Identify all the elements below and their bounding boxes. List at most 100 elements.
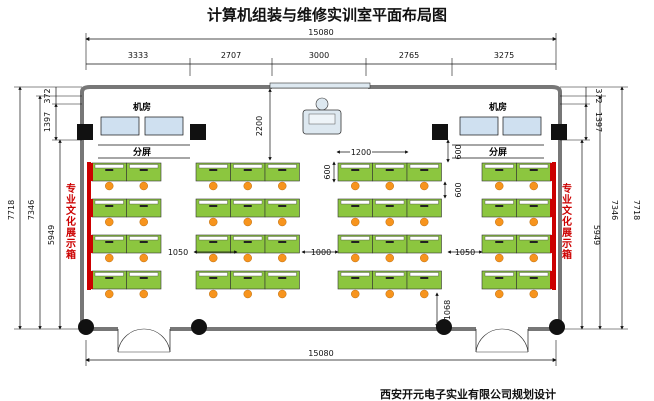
monitor — [375, 272, 405, 277]
chair — [243, 289, 252, 299]
monitor — [519, 272, 549, 277]
left-dim-mid: 7346 — [27, 200, 36, 220]
keyboard — [420, 241, 429, 243]
workstation-rows — [91, 162, 552, 299]
workstation — [195, 162, 231, 191]
chair — [529, 181, 538, 191]
column-se — [549, 319, 565, 335]
workstation — [195, 270, 231, 299]
workstation — [264, 234, 300, 263]
workstation — [126, 162, 162, 191]
monitor — [340, 272, 370, 277]
column-sw — [78, 319, 94, 335]
keyboard — [351, 277, 360, 279]
top-dim-seg-5: 3275 — [494, 51, 514, 60]
row-end-mark — [550, 235, 552, 253]
chair — [209, 217, 218, 227]
left-dim-inner: 5949 — [47, 225, 56, 245]
keyboard — [495, 241, 504, 243]
workstation — [230, 198, 266, 227]
column-ne — [551, 124, 567, 140]
monitor — [129, 200, 159, 205]
workstation — [481, 270, 517, 299]
chair — [105, 253, 114, 263]
workstation — [516, 234, 552, 263]
keyboard — [385, 205, 394, 207]
monitor — [519, 236, 549, 241]
front-area: 机房 分屏 机房 分屏 — [98, 97, 544, 159]
side-panel-left-char: 文 — [66, 204, 77, 217]
right-dimensions: 7718 7346 5949 372 1397 — [560, 86, 641, 330]
chair — [278, 253, 287, 263]
workstation — [337, 270, 373, 299]
dim-aisle-center: 1000 — [311, 248, 331, 257]
keyboard — [209, 205, 218, 207]
monitor — [340, 164, 370, 169]
side-panel-left-char: 化 — [66, 215, 76, 228]
screen-left-2 — [144, 116, 184, 136]
monitor — [409, 200, 439, 205]
monitor — [233, 236, 263, 241]
keyboard — [243, 241, 252, 243]
monitor — [267, 236, 297, 241]
workstation — [230, 270, 266, 299]
keyboard — [529, 277, 538, 279]
workstation — [481, 198, 517, 227]
workstation — [91, 198, 127, 227]
monitor — [233, 200, 263, 205]
side-panel-left-char: 箱 — [66, 248, 76, 261]
column-n2 — [432, 124, 448, 140]
workstation — [481, 162, 517, 191]
chair — [495, 253, 504, 263]
monitor — [198, 272, 228, 277]
row-end-mark — [550, 199, 552, 217]
row-end-mark — [91, 271, 93, 289]
monitor — [409, 236, 439, 241]
keyboard — [385, 277, 394, 279]
workstation — [372, 162, 408, 191]
keyboard — [529, 205, 538, 207]
side-panel-right-char: 化 — [562, 215, 572, 228]
monitor — [198, 200, 228, 205]
chair — [209, 181, 218, 191]
side-panel-right-char: 示 — [562, 238, 572, 250]
chair — [495, 217, 504, 227]
left-dimensions: 7718 7346 5949 372 1397 — [7, 86, 82, 330]
keyboard — [105, 277, 114, 279]
keyboard — [209, 241, 218, 243]
dim-desk-width: 1200 — [351, 148, 371, 157]
side-panel-right-char: 箱 — [562, 248, 572, 261]
monitor — [484, 164, 514, 169]
plan-title: 计算机组装与维修实训室平面布局图 — [206, 6, 447, 24]
workstation — [406, 162, 442, 191]
side-panel-right-char: 专 — [562, 182, 572, 195]
left-dim-top-b: 1397 — [43, 112, 52, 132]
workstation — [406, 198, 442, 227]
workstation — [372, 270, 408, 299]
split-left-label: 分屏 — [133, 146, 151, 158]
keyboard — [139, 169, 148, 171]
row-end-mark — [91, 235, 93, 253]
chair — [420, 253, 429, 263]
footer-credit: 西安开元电子实业有限公司规划设计 — [380, 388, 556, 401]
keyboard — [105, 241, 114, 243]
side-panel-left-char: 专 — [66, 182, 76, 195]
workstation — [126, 270, 162, 299]
keyboard — [495, 205, 504, 207]
dim-aisle-right: 1050 — [455, 248, 475, 257]
screen-right-1 — [459, 116, 499, 136]
dim-right-front: 600 — [454, 144, 463, 159]
top-dim-seg-3: 3000 — [309, 51, 329, 60]
monitor — [94, 236, 124, 241]
monitor — [198, 236, 228, 241]
monitor — [519, 200, 549, 205]
side-panel-right-char: 业 — [562, 193, 572, 206]
inner-dimensions: 2200 1200 600 600 600 1050 1000 1050 106… — [168, 88, 483, 328]
chair — [529, 289, 538, 299]
row-end-mark — [91, 199, 93, 217]
chair — [385, 253, 394, 263]
monitor — [94, 272, 124, 277]
chair — [495, 181, 504, 191]
keyboard — [278, 241, 287, 243]
dim-row-gap: 600 — [454, 182, 463, 197]
